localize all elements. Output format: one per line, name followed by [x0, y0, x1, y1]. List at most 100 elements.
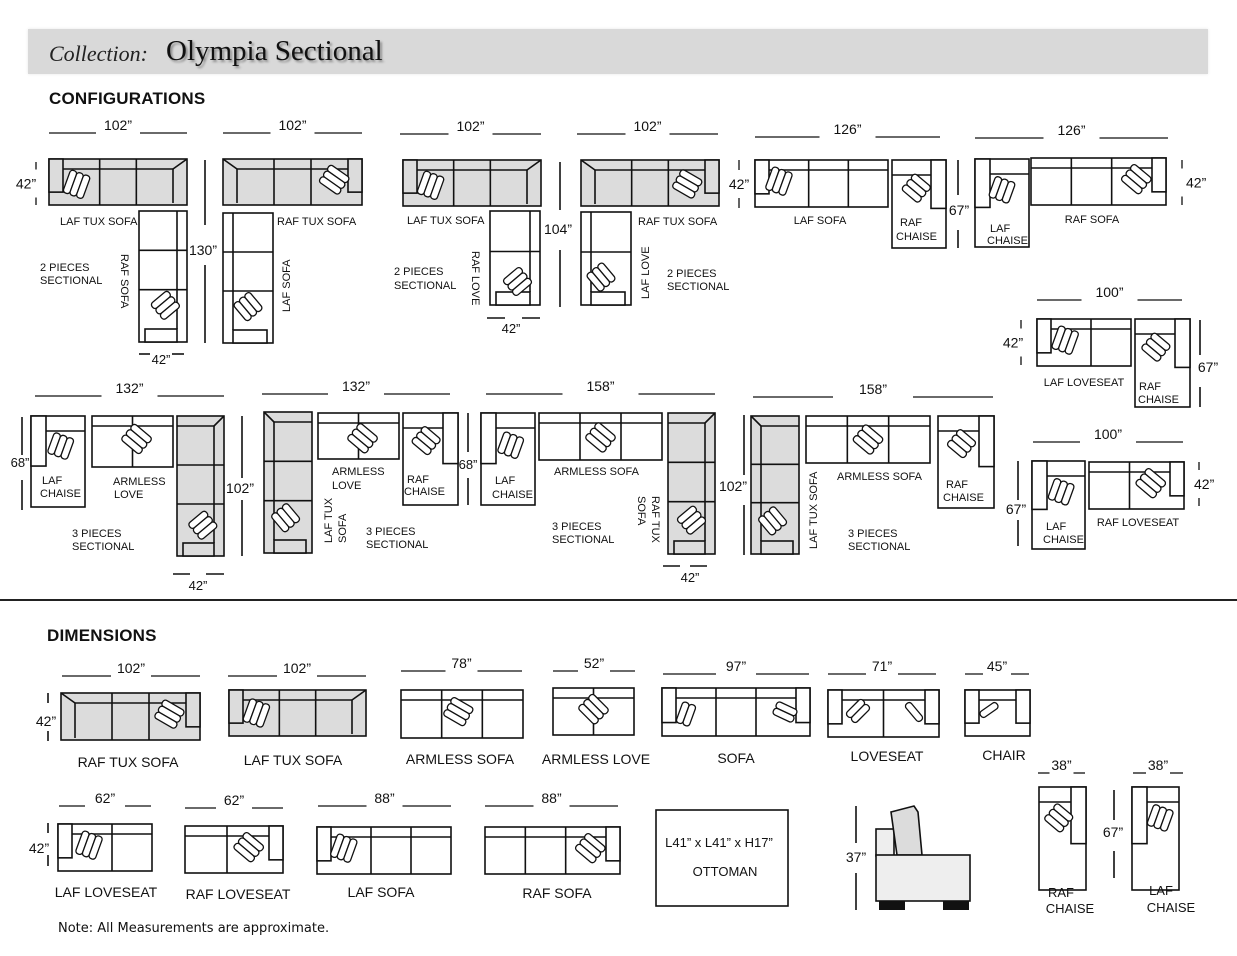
right-arm	[268, 825, 284, 861]
pillow	[197, 521, 218, 540]
label: LAF TUX SOFA	[60, 216, 138, 228]
width-dimension: 62”	[185, 792, 283, 809]
pillow	[233, 842, 256, 863]
pillows-icon	[988, 176, 1016, 204]
label: ARMLESS SOFA	[837, 471, 923, 483]
sofa-piece	[317, 412, 400, 460]
sofa-piece	[60, 692, 201, 741]
width-dimension: 88”	[318, 790, 451, 807]
pillows-icon	[758, 506, 788, 536]
label: ARMLESS	[113, 476, 166, 488]
label: 67”	[1006, 501, 1027, 517]
pillow	[510, 436, 525, 459]
pillow	[850, 703, 871, 724]
pillows-icon	[1146, 804, 1174, 832]
measurement-note: Note: All Measurements are approximate.	[58, 921, 330, 936]
collection-name: Olympia Sectional	[166, 35, 383, 67]
label: LAF SOFA	[348, 884, 416, 900]
pillow	[979, 701, 999, 719]
dimension-value: 97”	[726, 658, 747, 674]
label: LAF	[495, 475, 515, 487]
pillow	[121, 434, 143, 455]
label: ARMLESS SOFA	[554, 466, 640, 478]
pillows-icon	[233, 831, 265, 863]
right-arm	[605, 826, 621, 862]
width-dimension: 102”	[223, 117, 362, 134]
dimension-value: 88”	[541, 790, 562, 806]
sofa-piece	[552, 687, 635, 736]
pillow	[75, 174, 91, 199]
label: LOVESEAT	[851, 748, 924, 764]
sofa-piece	[222, 158, 363, 206]
label: 102”	[719, 478, 747, 494]
dimension-value: 42”	[1003, 335, 1024, 351]
label: 67”	[949, 202, 970, 218]
pillow	[772, 707, 795, 723]
pillows-icon	[47, 432, 75, 460]
pillow	[946, 439, 968, 459]
pillows-icon	[904, 701, 924, 723]
pillows-icon	[672, 169, 703, 199]
label: 42”	[36, 713, 57, 729]
arm	[930, 159, 947, 210]
dim-raf-tux-sofa: 102”42”RAF TUX SOFA	[36, 660, 201, 770]
dim-armless-sofa: 78”ARMLESS SOFA	[400, 655, 524, 767]
width-dimension: 97”	[663, 658, 809, 675]
label: LAF TUX	[323, 497, 335, 543]
left-arm	[964, 689, 980, 724]
back-cushion	[890, 805, 923, 856]
pillows-icon	[845, 698, 871, 724]
label: SOFA	[717, 750, 755, 766]
left-arm	[1036, 318, 1052, 354]
pillow	[672, 181, 696, 199]
sofa-piece	[184, 825, 284, 874]
seat-base	[875, 854, 971, 902]
label: 42”	[681, 570, 700, 585]
arm	[760, 540, 794, 555]
dimension-value: 102”	[456, 118, 484, 134]
pillows-icon	[1044, 803, 1074, 833]
width-dimension: 78”	[401, 655, 522, 672]
label: CHAISE	[896, 231, 937, 243]
configurations-heading: CONFIGURATIONS	[49, 89, 206, 108]
label: LAF	[1149, 883, 1173, 898]
depth-dimension: 42”	[1003, 320, 1024, 365]
label: RAF SOFA	[1065, 214, 1120, 226]
label: RAF SOFA	[118, 254, 130, 309]
pillows-icon	[154, 699, 185, 729]
return-piece	[263, 411, 313, 554]
label: CHAISE	[1147, 900, 1196, 915]
arm	[978, 415, 995, 468]
sofa-piece	[316, 826, 452, 875]
dimension-value: 102”	[633, 118, 661, 134]
pillow	[1064, 330, 1079, 355]
frame	[138, 210, 188, 343]
label: 42”	[189, 578, 208, 593]
right-arm	[924, 689, 940, 725]
dim-laf-sofa: 88” LAF SOFA	[316, 790, 452, 900]
label: SECTIONAL	[366, 539, 428, 551]
left-arm	[402, 159, 418, 194]
width-dimension: 132”	[262, 378, 450, 395]
right-arm	[1169, 461, 1185, 497]
pillows-icon	[946, 429, 977, 459]
label: RAF TUX SOFA	[277, 216, 357, 228]
width-dimension: 38”	[1038, 757, 1085, 774]
label: LAF	[990, 223, 1010, 235]
width-dimension: 88”	[485, 790, 618, 807]
chaise-piece	[1031, 460, 1086, 550]
pillow	[1001, 180, 1016, 204]
arm	[1031, 460, 1048, 511]
dimension-value: 62”	[95, 790, 116, 806]
label: SECTIONAL	[394, 280, 456, 292]
dimension-value: 126”	[1057, 122, 1085, 138]
dimension-value: 78”	[451, 655, 472, 671]
width-dimension: 102”	[49, 117, 187, 134]
seam-line	[526, 159, 542, 171]
pillow	[159, 301, 180, 320]
sofa-piece	[91, 415, 174, 468]
right-arm	[347, 158, 363, 193]
width-dimension: 158”	[486, 378, 715, 395]
